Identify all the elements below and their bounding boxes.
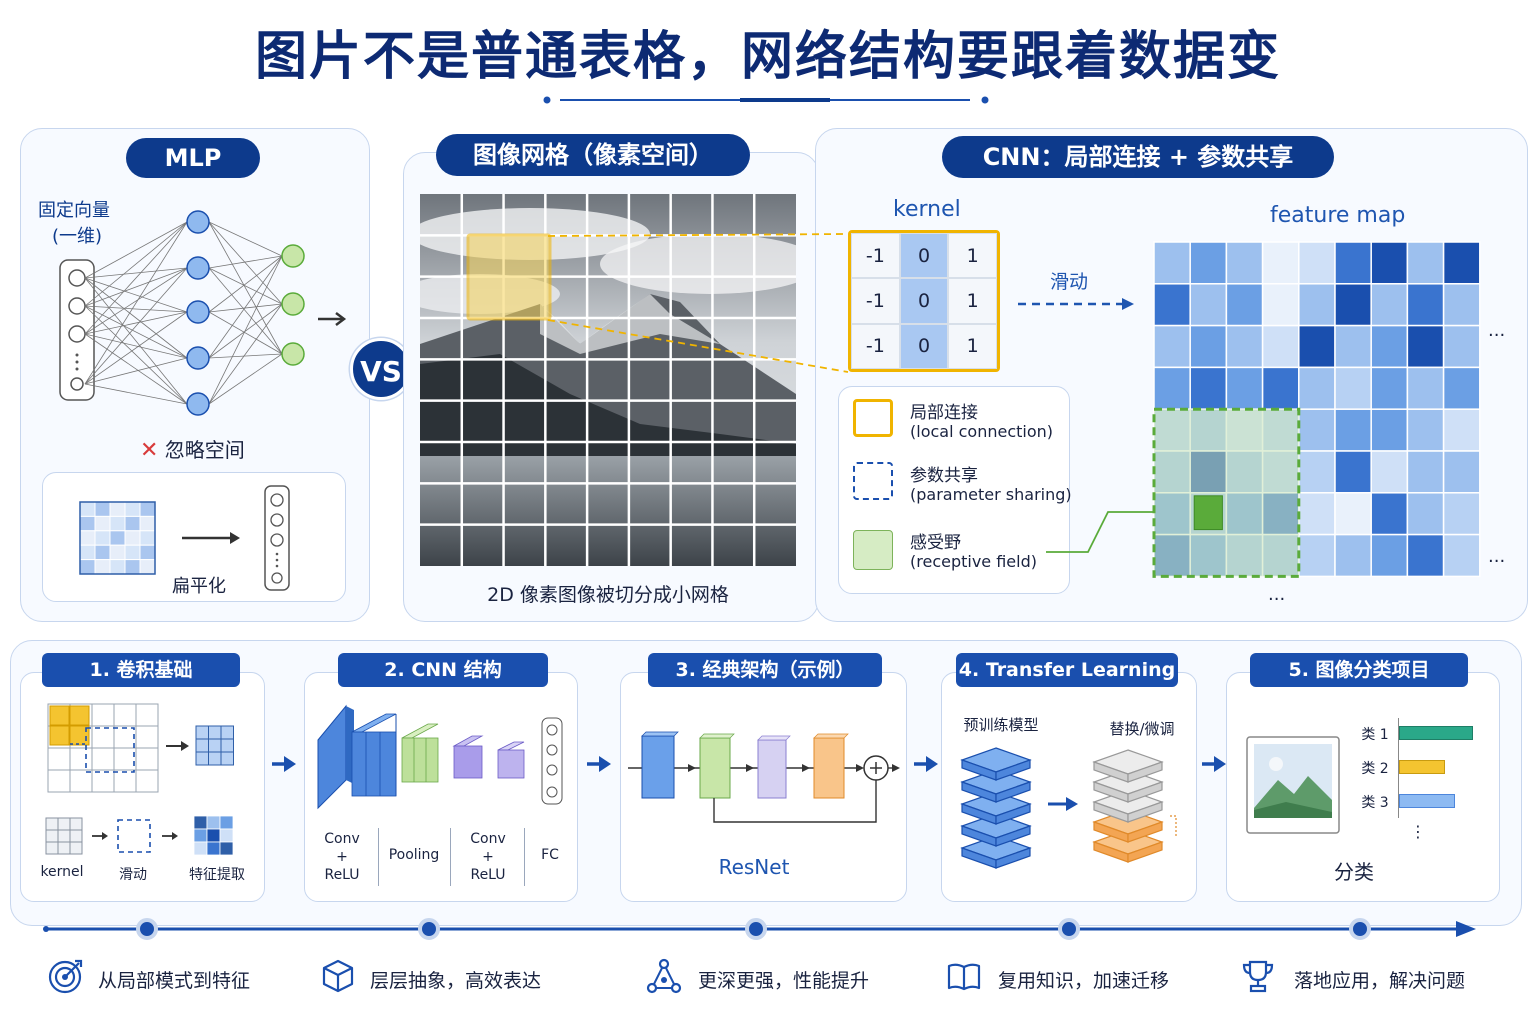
- kernel-title: kernel: [893, 197, 961, 222]
- flatten-grid-icon: [79, 501, 156, 575]
- network-icon: [646, 958, 682, 994]
- mlp-header: MLP: [126, 138, 260, 178]
- bottom-text-2: 层层抽象，高效表达: [370, 970, 542, 992]
- cnn-structure-illustration: [317, 704, 563, 810]
- step-arrow-2-icon: [587, 756, 611, 772]
- step-4-title: 4. Transfer Learning: [956, 653, 1178, 687]
- parameter-sharing-swatch: [853, 462, 893, 500]
- legend-sharing-en: (parameter sharing): [910, 485, 1072, 504]
- local-connection-swatch: [853, 399, 893, 437]
- flatten-arrow-icon: [182, 532, 240, 544]
- class-axis: [1398, 718, 1399, 818]
- legend-local-en: (local connection): [910, 422, 1054, 441]
- class-more-dots: ⋮: [1410, 822, 1426, 841]
- trophy-icon: [1242, 960, 1274, 993]
- feature-map-ellipsis-right-2: ...: [1488, 546, 1506, 567]
- feature-map-ellipsis-right: ...: [1488, 320, 1506, 341]
- mlp-input-label: 固定向量: [38, 200, 110, 221]
- step2-fc: FC: [541, 847, 559, 863]
- kernel-cell: -1: [851, 323, 900, 369]
- bottom-text-1: 从局部模式到特征: [98, 970, 251, 992]
- class-3-bar: [1399, 794, 1455, 808]
- bottom-text-5: 落地应用，解决问题: [1294, 970, 1466, 992]
- cross-icon: ✕: [140, 438, 159, 463]
- kernel-cell: 1: [948, 323, 997, 369]
- step1-slide-label: 滑动: [119, 867, 147, 883]
- title-divider: [543, 96, 989, 104]
- slide-label: 滑动: [1050, 271, 1089, 293]
- step2-divider-2: [450, 828, 451, 886]
- kernel-cell: -1: [851, 233, 900, 279]
- step2-divider-3: [524, 828, 525, 886]
- step-1-title: 1. 卷积基础: [42, 653, 240, 687]
- mlp-ignore-space: ✕ 忽略空间: [140, 438, 245, 463]
- classify-caption: 分类: [1334, 860, 1374, 884]
- kernel-cell: 0: [899, 233, 949, 279]
- step2-pooling: Pooling: [388, 847, 440, 863]
- mountain-image-grid: [420, 194, 796, 566]
- kernel-cell: 1: [948, 233, 997, 279]
- kernel-highlight-box: [466, 233, 552, 321]
- feature-map-ellipsis-bottom: ...: [1268, 584, 1286, 605]
- cnn-header: CNN：局部连接 + 参数共享: [942, 136, 1334, 178]
- class-1-label: 类 1: [1361, 727, 1389, 743]
- receptive-field-connector: [1046, 511, 1154, 553]
- bottom-text-3: 更深更强，性能提升: [698, 970, 870, 992]
- step-5-title: 5. 图像分类项目: [1250, 653, 1468, 687]
- kernel-cell: 1: [948, 278, 997, 324]
- feature-map-grid: [1152, 241, 1481, 578]
- target-icon: [48, 959, 83, 994]
- step2-divider-1: [378, 828, 379, 886]
- step-3-title: 3. 经典架构（示例）: [648, 653, 882, 687]
- mlp-network-diagram: [59, 210, 347, 416]
- kernel-cell: -1: [851, 278, 900, 324]
- legend-local-zh: 局部连接: [910, 403, 978, 423]
- step2-conv-relu-2: Conv + ReLU: [470, 831, 506, 883]
- image-grid-caption: 2D 像素图像被切分成小网格: [487, 584, 729, 606]
- landscape-image-icon: [1246, 736, 1340, 834]
- cube-icon: [322, 959, 354, 993]
- book-icon: [947, 963, 981, 991]
- page-title: 图片不是普通表格，网络结构要跟着数据变: [254, 27, 1281, 87]
- step-arrow-3-icon: [914, 756, 938, 772]
- receptive-field-swatch: [853, 530, 893, 570]
- pretrained-label: 预训练模型: [963, 716, 1039, 734]
- transfer-learning-illustration: [960, 747, 1177, 869]
- kernel-connection-lines: [547, 233, 849, 373]
- image-grid-header: 图像网格（像素空间）: [436, 134, 750, 176]
- kernel-cell: 0: [899, 323, 949, 369]
- progress-timeline: [43, 918, 1476, 940]
- step-arrow-4-icon: [1202, 756, 1226, 772]
- resnet-illustration: [628, 731, 900, 823]
- feature-map-title: feature map: [1270, 203, 1406, 228]
- legend-receptive-en: (receptive field): [910, 552, 1037, 571]
- legend-receptive-zh: 感受野: [910, 533, 961, 553]
- conv-basics-illustration: [45, 703, 234, 856]
- kernel-cell: 0: [899, 278, 949, 324]
- class-2-label: 类 2: [1361, 761, 1389, 777]
- flatten-vector-icon: [264, 485, 290, 591]
- class-3-label: 类 3: [1361, 795, 1389, 811]
- resnet-caption: ResNet: [718, 855, 790, 879]
- step-arrow-1-icon: [272, 756, 296, 772]
- step-2-title: 2. CNN 结构: [338, 653, 548, 687]
- class-1-bar: [1399, 726, 1473, 740]
- mlp-input-label-2: (一维): [52, 226, 103, 247]
- slide-arrow-icon: [1018, 298, 1134, 310]
- replace-label: 替换/微调: [1109, 720, 1175, 738]
- flatten-label: 扁平化: [172, 576, 226, 597]
- legend-sharing-zh: 参数共享: [910, 466, 978, 486]
- bottom-text-4: 复用知识，加速迁移: [998, 970, 1170, 992]
- step1-kernel-label: kernel: [40, 864, 84, 880]
- class-2-bar: [1399, 760, 1445, 774]
- step1-feature-label: 特征提取: [189, 867, 245, 883]
- step2-conv-relu-1: Conv + ReLU: [324, 831, 360, 883]
